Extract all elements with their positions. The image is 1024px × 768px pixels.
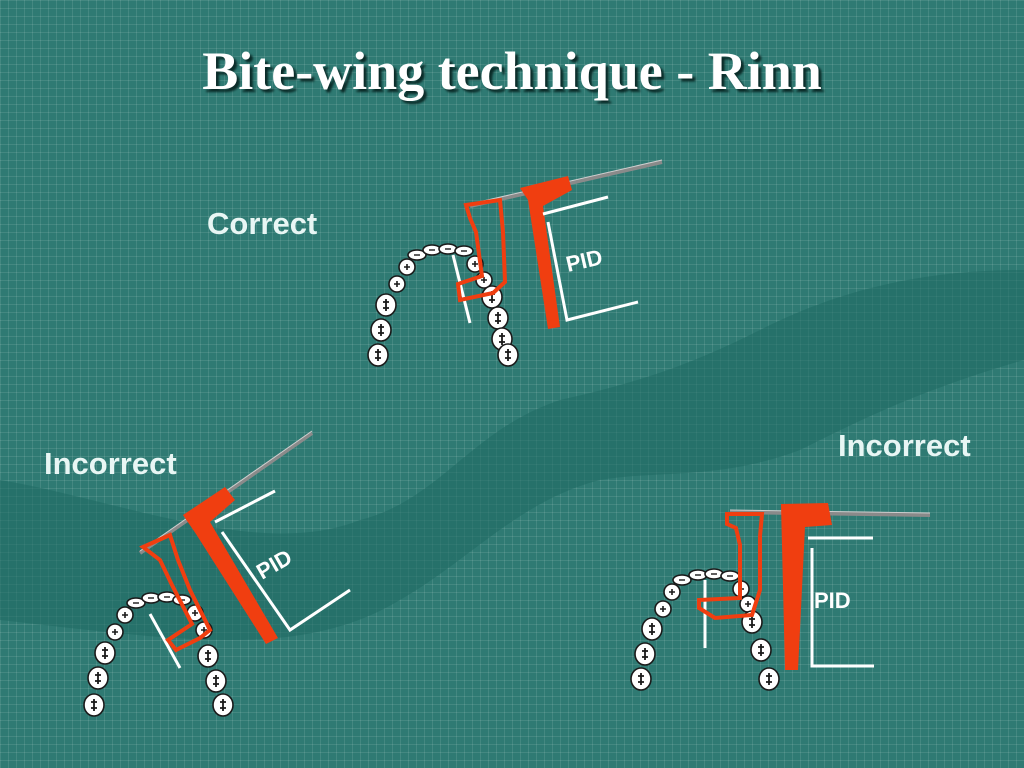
tooth-icon [197, 644, 219, 668]
label-incorrect-left: Incorrect [44, 446, 177, 481]
film [148, 613, 182, 669]
incorrect-left-diagram: PID [83, 430, 351, 717]
tooth-icon [212, 693, 234, 717]
bite-block [697, 512, 765, 621]
aiming-ring [520, 176, 572, 329]
aiming-ring [781, 503, 832, 670]
incisor-icon [672, 574, 692, 586]
tooth-icon [641, 617, 663, 641]
bite-block [455, 197, 508, 303]
pid-outline [808, 536, 874, 668]
incorrect-right-diagram: PID [630, 503, 931, 691]
film [451, 254, 472, 324]
tooth-icon [83, 693, 105, 717]
tooth-icon [663, 583, 681, 601]
incisor-icon [141, 592, 161, 604]
tooth-icon [750, 638, 772, 662]
dental-arch [367, 243, 519, 367]
correct-diagram: PID [367, 159, 663, 367]
incisor-icon [720, 570, 740, 582]
slide-title: Bite-wing technique - Rinn [202, 41, 822, 101]
aiming-ring [183, 487, 278, 644]
tooth-icon [388, 275, 406, 293]
tooth-icon [654, 600, 672, 618]
incisor-icon [422, 244, 442, 256]
pid-outline [542, 195, 639, 322]
pid-outline [214, 489, 351, 633]
tooth-icon [370, 318, 392, 342]
tooth-icon [205, 669, 227, 693]
incisor-icon [438, 243, 458, 255]
tooth-icon [634, 642, 656, 666]
tooth-icon [94, 641, 116, 665]
pid-label: PID [564, 244, 605, 277]
pid-label: PID [814, 588, 851, 613]
bite-block [139, 532, 213, 653]
label-correct: Correct [207, 206, 318, 241]
tooth-icon [398, 258, 416, 276]
indicator-rod-highlight [729, 509, 931, 514]
tooth-icon [367, 343, 389, 367]
background-arm-shadow [0, 270, 1024, 640]
incisor-icon [688, 569, 708, 581]
tooth-icon [758, 667, 780, 691]
tooth-icon [487, 306, 509, 330]
tooth-icon [106, 623, 124, 641]
tooth-icon [116, 606, 134, 624]
label-incorrect-right: Incorrect [838, 428, 971, 463]
tooth-icon [497, 343, 519, 367]
tooth-icon [630, 667, 652, 691]
incisor-icon [454, 245, 474, 257]
tooth-icon [375, 293, 397, 317]
tooth-icon [87, 666, 109, 690]
incisor-icon [704, 568, 724, 580]
